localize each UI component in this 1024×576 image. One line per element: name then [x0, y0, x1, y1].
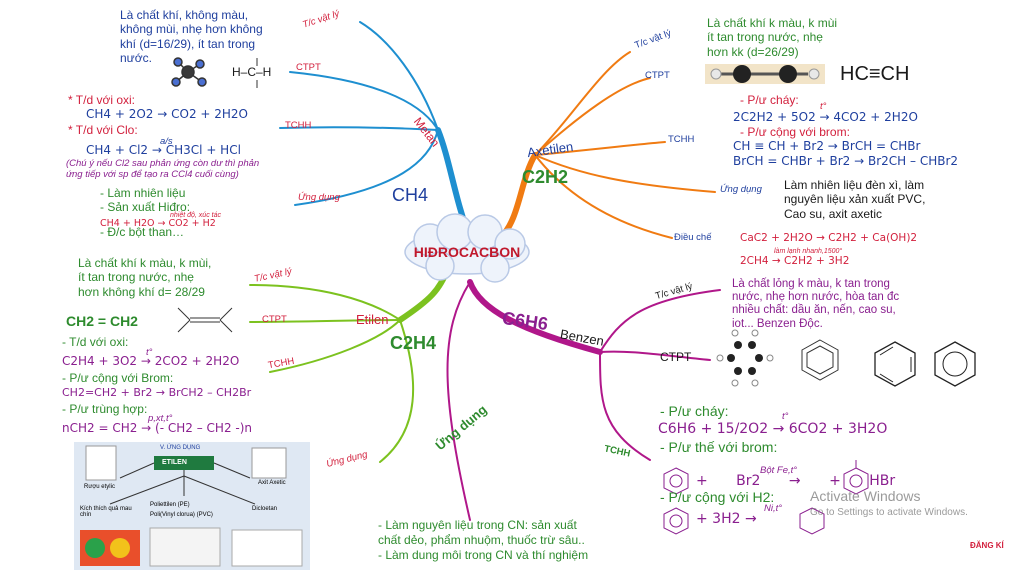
benzene-physical-text: Là chất lỏng k màu, k tan trong nước, nh…	[732, 278, 900, 330]
benzene-add-cond: Ni,t°	[764, 503, 783, 514]
methane-cl-eq: CH4 + Cl2 → CH3Cl + HCl	[86, 143, 241, 157]
ethylene-oxy-cond: t°	[146, 347, 153, 358]
methane-chemical-label: TCHH	[285, 120, 312, 131]
methane-cl-title: * T/d với Clo:	[68, 123, 138, 137]
center-cloud	[404, 213, 530, 283]
ethylene-oxy-eq: C2H4 + 3O2 → 2CO2 + 2H2O	[62, 354, 240, 368]
ethylene-usage-center: ETILEN	[162, 459, 187, 466]
ethylene-oxy-title: - T/d với oxi:	[62, 335, 129, 349]
activate-windows-subtitle: Go to Settings to activate Windows.	[810, 507, 968, 518]
activate-windows-title: Activate Windows	[810, 488, 921, 504]
acetylene-usage-label: Ứng dụng	[720, 184, 762, 195]
ethylene-structure	[177, 307, 233, 333]
benzene-sub-cond: Bột Fe,t°	[760, 465, 798, 476]
methane-usage-label: Ứng dụng	[298, 192, 340, 203]
center-title: HIĐROCACBON	[413, 244, 521, 260]
benzene-usage: - Làm nguyên liệu trong CN: sản xuất chấ…	[378, 518, 589, 562]
ethylene-usage-pvc: Poli(Vinyl clorua) (PVC)	[150, 512, 213, 518]
ethylene-structure-label: CTPT	[262, 314, 287, 325]
ethylene-usage-diagram	[74, 442, 310, 570]
methane-struct-formula: H–C–H	[232, 65, 272, 79]
acetylene-struct-formula: HC≡CH	[840, 63, 910, 85]
acetylene-prep-eq2: 2CH4 → C2H2 + 3H2	[740, 255, 850, 267]
acetylene-prep-eq1: CaC2 + 2H2O → C2H2 + Ca(OH)2	[740, 232, 918, 244]
benzene-burn-cond: t°	[782, 411, 789, 422]
subscribe-logo[interactable]: ĐĂNG KÍ	[970, 541, 1004, 550]
ethylene-br-title: - P/ư cộng với Brom:	[62, 371, 174, 385]
methane-model	[171, 57, 207, 87]
methane-cl-cond: a/s	[160, 136, 173, 147]
benzene-burn-eq: C6H6 + 15/2O2 → 6CO2 + 3H2O	[658, 421, 888, 437]
benzene-models	[663, 329, 976, 535]
methane-usage: - Làm nhiên liệu - Sản xuất Hiđro: - Đ/c…	[100, 186, 191, 239]
benzene-sub-eq: + Br2 → + HBr	[696, 473, 896, 489]
methane-formula: CH4	[392, 185, 429, 205]
benzene-add-eq: + 3H2 →	[696, 511, 757, 527]
acetylene-burn-title: - P/ư cháy:	[740, 93, 799, 107]
methane-physical-text: Là chất khí, không màu, không mùi, nhẹ h…	[120, 8, 263, 66]
acetylene-formula: C2H2	[522, 167, 569, 187]
acetylene-burn-eq: 2C2H2 + 5O2 → 4CO2 + 2H2O	[733, 110, 918, 124]
ethylene-poly-cond: p,xt,t°	[148, 413, 173, 424]
methane-cl-note: (Chú ý nếu Cl2 sau phản ứng còn dư thì p…	[66, 158, 260, 181]
ethylene-usage-dichloro: Dicloetan	[252, 506, 278, 512]
benzene-add-title: - P/ư cộng với H2:	[660, 489, 775, 505]
ethylene-usage-ripen: Kích thích quả mau chín	[80, 506, 132, 519]
acetylene-structure-label: CTPT	[645, 70, 670, 81]
benzene-structure-label: CTPT	[660, 350, 692, 364]
methane-structure-label: CTPT	[296, 62, 321, 73]
ethylene-branch-name: Etilen	[356, 312, 389, 327]
ethylene-formula: C2H4	[390, 333, 437, 353]
acetylene-chemical-label: TCHH	[668, 134, 695, 145]
ethylene-br-eq: CH2=CH2 + Br2 → BrCH2 – CH2Br	[62, 386, 252, 399]
methane-oxy-title: * T/d với oxi:	[68, 93, 136, 107]
acetylene-br-eq2: BrCH = CHBr + Br2 → Br2CH – CHBr2	[733, 154, 959, 168]
methane-usage-eq: CH4 + H2O → CO2 + H2	[100, 218, 216, 229]
ethylene-poly-title: - P/ư trùng hợp:	[62, 402, 148, 416]
ethylene-usage-alcohol: Rượu etylic	[84, 484, 115, 490]
methane-usage-eq-cond: nhiệt độ, xúc tác	[170, 212, 221, 219]
benzene-burn-title: - P/ư cháy:	[660, 403, 729, 419]
ethylene-struct-formula: CH2 = CH2	[66, 313, 138, 329]
acetylene-model	[705, 64, 825, 84]
ethylene-usage-acetic: Axit Axetic	[258, 480, 286, 486]
ethylene-usage-title: V. ỨNG DỤNG	[160, 445, 201, 451]
acetylene-br-eq1: CH ≡ CH + Br2 → BrCH = CHBr	[733, 139, 921, 153]
benzene-sub-title: - P/ư thế với brom:	[660, 439, 778, 455]
ethylene-poly-eq: nCH2 = CH2 → (- CH2 – CH2 -)n	[62, 421, 253, 435]
acetylene-physical-text: Là chất khí k màu, k mùi ít tan trong nư…	[707, 16, 838, 59]
acetylene-br-title: - P/ư cộng với brom:	[740, 125, 850, 139]
acetylene-prep-eq2-cond: làm lạnh nhanh,1500°	[774, 248, 843, 255]
acetylene-usage: Làm nhiên liệu đèn xì, làm nguyên liệu x…	[784, 178, 926, 221]
ethylene-physical-text: Là chất khí k màu, k mùi, ít tan trong n…	[78, 256, 212, 299]
acetylene-prep-label: Điều chế	[674, 232, 712, 243]
acetylene-burn-cond: t°	[820, 101, 827, 112]
methane-oxy-eq: CH4 + 2O2 → CO2 + 2H2O	[86, 107, 248, 121]
ethylene-usage-pe: Poliettilen (PE)	[150, 502, 190, 508]
